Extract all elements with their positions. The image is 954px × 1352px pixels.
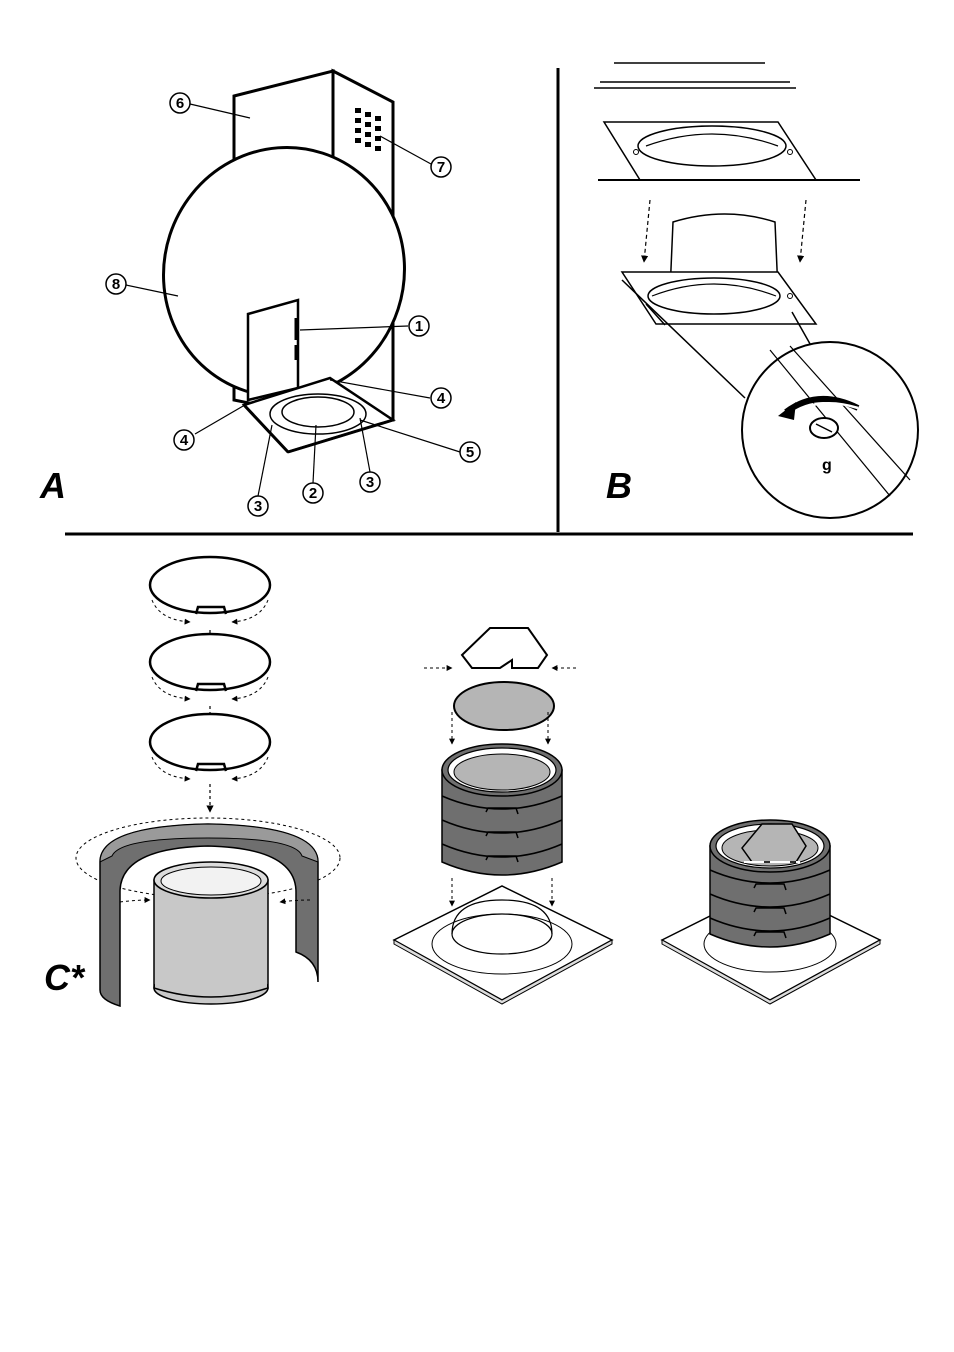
panel-b-label: B (606, 465, 632, 506)
base-plate-middle (394, 886, 612, 1004)
screw-label: g (822, 457, 832, 474)
callout-1: 1 (409, 316, 429, 336)
ring-3 (150, 714, 270, 779)
svg-text:3: 3 (254, 498, 262, 515)
callout-2: 2 (303, 483, 323, 503)
ring-1 (150, 557, 270, 622)
svg-text:2: 2 (309, 485, 317, 502)
svg-text:6: 6 (176, 95, 184, 112)
panel-b: g B (594, 63, 918, 518)
assembled-filter (662, 820, 880, 1004)
callout-6: 6 (170, 93, 190, 113)
panel-c: C* (44, 557, 880, 1006)
svg-text:4: 4 (437, 390, 446, 407)
svg-text:3: 3 (366, 474, 374, 491)
svg-text:5: 5 (466, 444, 474, 461)
down-arrow-right (800, 200, 806, 262)
ring-2 (150, 634, 270, 699)
callout-4-left: 4 (174, 430, 194, 450)
svg-text:7: 7 (437, 159, 445, 176)
callout-5: 5 (460, 442, 480, 462)
callout-8: 8 (106, 274, 126, 294)
filter-disc (282, 397, 354, 427)
svg-text:4: 4 (180, 432, 189, 449)
svg-text:8: 8 (112, 276, 120, 293)
panel-a: 6 7 8 1 4 4 5 3 (39, 71, 480, 516)
filter-disc-top (454, 682, 554, 730)
callout-4-right: 4 (431, 388, 451, 408)
stacked-filter (442, 744, 562, 875)
panel-c-label: C* (44, 957, 86, 998)
svg-text:1: 1 (415, 318, 423, 335)
callout-3-right: 3 (360, 472, 380, 492)
control-panel (248, 300, 298, 400)
callout-7: 7 (431, 157, 451, 177)
panel-a-label: A (39, 465, 66, 506)
down-arrow-left (644, 200, 650, 262)
cap-piece (424, 628, 576, 668)
callout-3-left: 3 (248, 496, 268, 516)
